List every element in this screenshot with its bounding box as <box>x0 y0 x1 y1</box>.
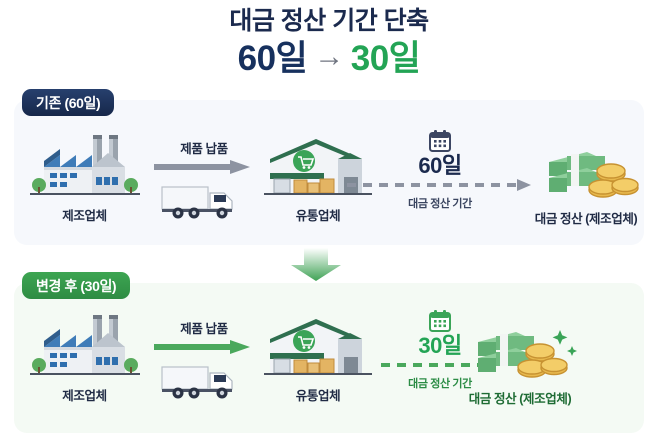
node-settlement-existing: 대금 정산 (제조업체) <box>522 148 650 227</box>
truck-icon <box>148 359 260 401</box>
node-settlement-changed: 대금 정산 (제조업체) <box>450 326 590 407</box>
caption-delivery-changed: 제품 납품 <box>180 322 228 336</box>
arrow-right-icon <box>148 339 260 355</box>
node-delivery-changed: 제품 납품 <box>148 318 260 401</box>
warehouse-icon <box>258 133 378 203</box>
money-stack-icon <box>522 148 650 206</box>
node-period-changed: 30일 대금 정산 기간 <box>340 308 540 391</box>
page-title: 대금 정산 기간 단축 <box>229 7 429 35</box>
caption-delivery-existing: 제품 납품 <box>180 142 228 156</box>
arrow-right-icon <box>148 159 260 175</box>
value-period-changed: 30일 <box>418 333 462 358</box>
label-manufacturer-changed: 제조업체 <box>62 389 107 403</box>
title-before-value: 60일 <box>237 39 308 78</box>
label-settlement-existing: 대금 정산 (제조업체) <box>534 212 638 226</box>
factory-icon <box>22 313 147 383</box>
dashed-arrow-icon <box>345 179 535 191</box>
label-manufacturer-existing: 제조업체 <box>62 209 107 223</box>
value-period-existing: 60일 <box>418 153 462 178</box>
node-manufacturer-existing: 제조업체 <box>22 133 147 224</box>
badge-existing: 기존 (60일) <box>22 89 115 116</box>
node-period-existing: 60일 대금 정산 기간 <box>340 128 540 211</box>
factory-icon <box>22 133 147 203</box>
caption-period-changed: 대금 정산 기간 <box>408 378 472 390</box>
label-settlement-changed: 대금 정산 (제조업체) <box>468 392 572 406</box>
node-distributor-existing: 유통업체 <box>258 133 378 224</box>
title-block: 대금 정산 기간 단축 60일→30일 <box>0 6 658 82</box>
calendar-icon <box>427 308 453 334</box>
calendar-icon <box>427 128 453 154</box>
label-distributor-existing: 유통업체 <box>295 209 341 223</box>
title-arrow-icon: → <box>314 40 344 73</box>
badge-changed: 변경 후 (30일) <box>22 272 131 299</box>
warehouse-icon <box>258 313 378 383</box>
title-after-value: 30일 <box>350 39 421 78</box>
node-delivery-existing: 제품 납품 <box>148 138 260 221</box>
label-distributor-changed: 유통업체 <box>295 389 341 403</box>
node-manufacturer-changed: 제조업체 <box>22 313 147 404</box>
node-distributor-changed: 유통업체 <box>258 313 378 404</box>
money-stack-icon <box>450 326 590 386</box>
sparkle-icon <box>552 330 577 356</box>
caption-period-existing: 대금 정산 기간 <box>408 198 472 210</box>
down-arrow-icon <box>287 248 345 282</box>
truck-icon <box>148 179 260 221</box>
title-comparison: 60일→30일 <box>0 38 658 82</box>
